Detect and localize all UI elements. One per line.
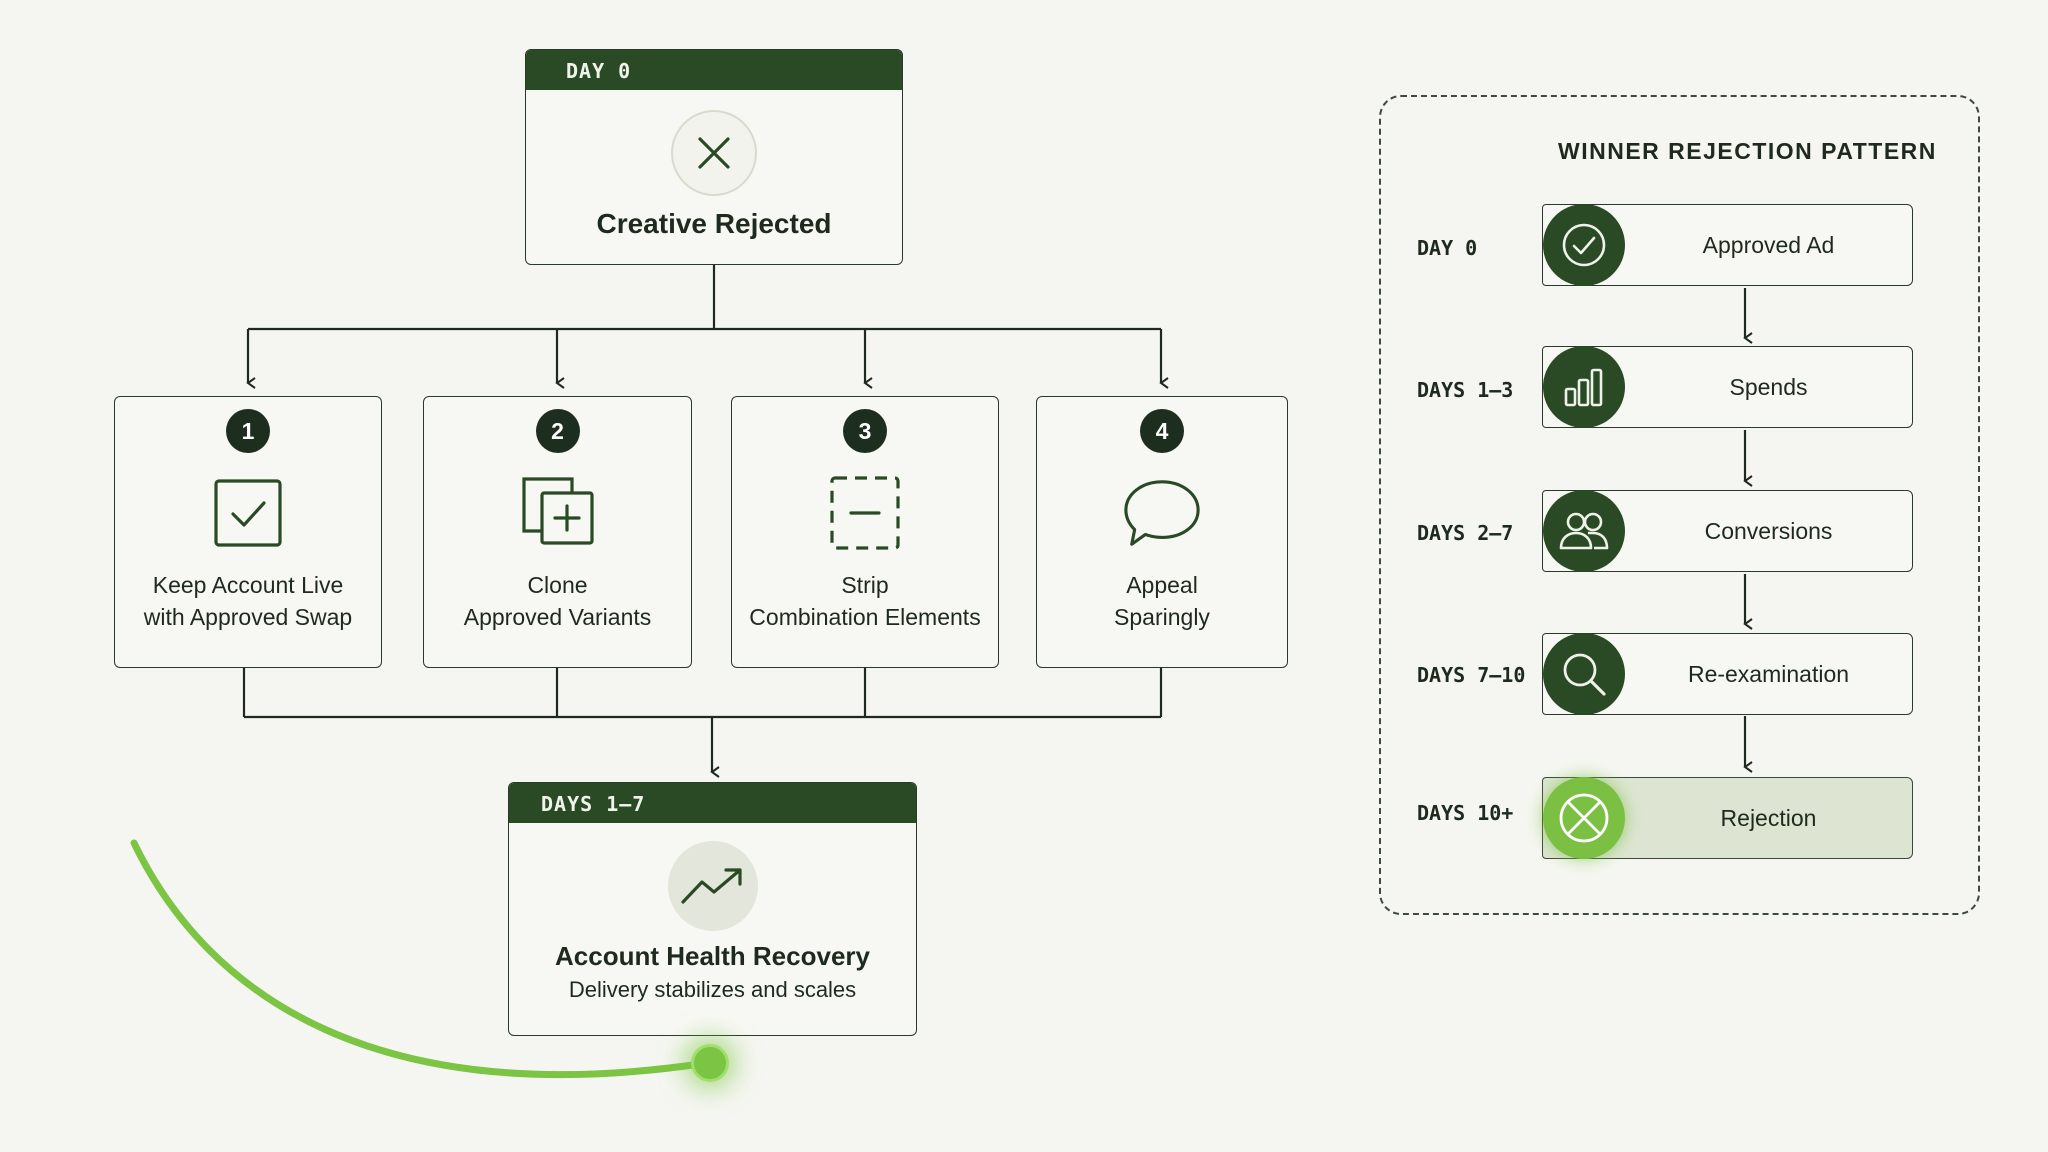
glow-dot [691, 1044, 729, 1082]
pattern-day-label: DAYS 2–7 [1417, 521, 1514, 545]
winner-rejection-pattern-panel [1379, 95, 1980, 915]
step-label: Rejection [1720, 804, 1817, 831]
pattern-day-label: DAYS 10+ [1417, 801, 1514, 825]
option-card-1: 1 Keep Account Live with Approved Swap [114, 396, 382, 668]
step-number-badge: 1 [226, 409, 270, 453]
magnifier-icon [1543, 633, 1625, 715]
pattern-day-label: DAYS 7–10 [1417, 663, 1526, 687]
pattern-day-label: DAY 0 [1417, 236, 1478, 260]
pattern-step-conversions: Conversions [1542, 490, 1913, 572]
days-1-7-header: DAYS 1–7 [509, 783, 916, 823]
x-circle-icon [1543, 777, 1625, 859]
bar-chart-icon [1543, 346, 1625, 428]
pattern-step-approved-ad: Approved Ad [1542, 204, 1913, 286]
option-card-2: 2 Clone Approved Variants [423, 396, 692, 668]
box-title: Creative Rejected [596, 208, 832, 239]
trend-up-icon [667, 841, 758, 931]
x-circle-icon [671, 110, 757, 196]
check-circle-icon [1543, 204, 1625, 286]
step-label: Re-examination [1687, 660, 1850, 687]
step-label: Conversions [1704, 517, 1833, 544]
box-subtitle: Delivery stabilizes and scales [568, 977, 857, 1002]
people-icon [1543, 490, 1625, 572]
option-card-3: 3 Strip Combination Elements [731, 396, 999, 668]
pattern-step-re-examination: Re-examination [1542, 633, 1913, 715]
speech-bubble-icon [1122, 473, 1202, 553]
pattern-step-rejection: Rejection [1542, 777, 1913, 859]
checkbox-icon [208, 473, 288, 553]
step-number-badge: 4 [1140, 409, 1184, 453]
pattern-title: WINNER REJECTION PATTERN [1558, 138, 1937, 164]
option-card-4: 4 Appeal Sparingly [1036, 396, 1288, 668]
decorative-green-arc [130, 839, 704, 1079]
option-label: Clone Approved Variants [463, 572, 652, 630]
step-number-badge: 2 [535, 409, 580, 453]
option-label: Strip Combination Elements [749, 572, 981, 630]
strip-minus-icon [825, 473, 905, 553]
pattern-step-spends: Spends [1542, 346, 1913, 428]
clone-plus-icon [518, 473, 598, 553]
creative-rejected-box: DAY 0 Creative Rejected [525, 49, 903, 265]
day-0-header: DAY 0 [526, 50, 902, 90]
option-label: Keep Account Live with Approved Swap [143, 572, 353, 630]
step-label: Spends [1729, 373, 1808, 400]
box-title: Account Health Recovery [555, 941, 870, 971]
pattern-day-label: DAYS 1–3 [1417, 378, 1514, 402]
option-label: Appeal Sparingly [1114, 572, 1210, 630]
account-health-recovery-box: DAYS 1–7 Account Health Recovery Deliver… [508, 782, 917, 1036]
step-label: Approved Ad [1702, 231, 1835, 258]
step-number-badge: 3 [843, 409, 887, 453]
